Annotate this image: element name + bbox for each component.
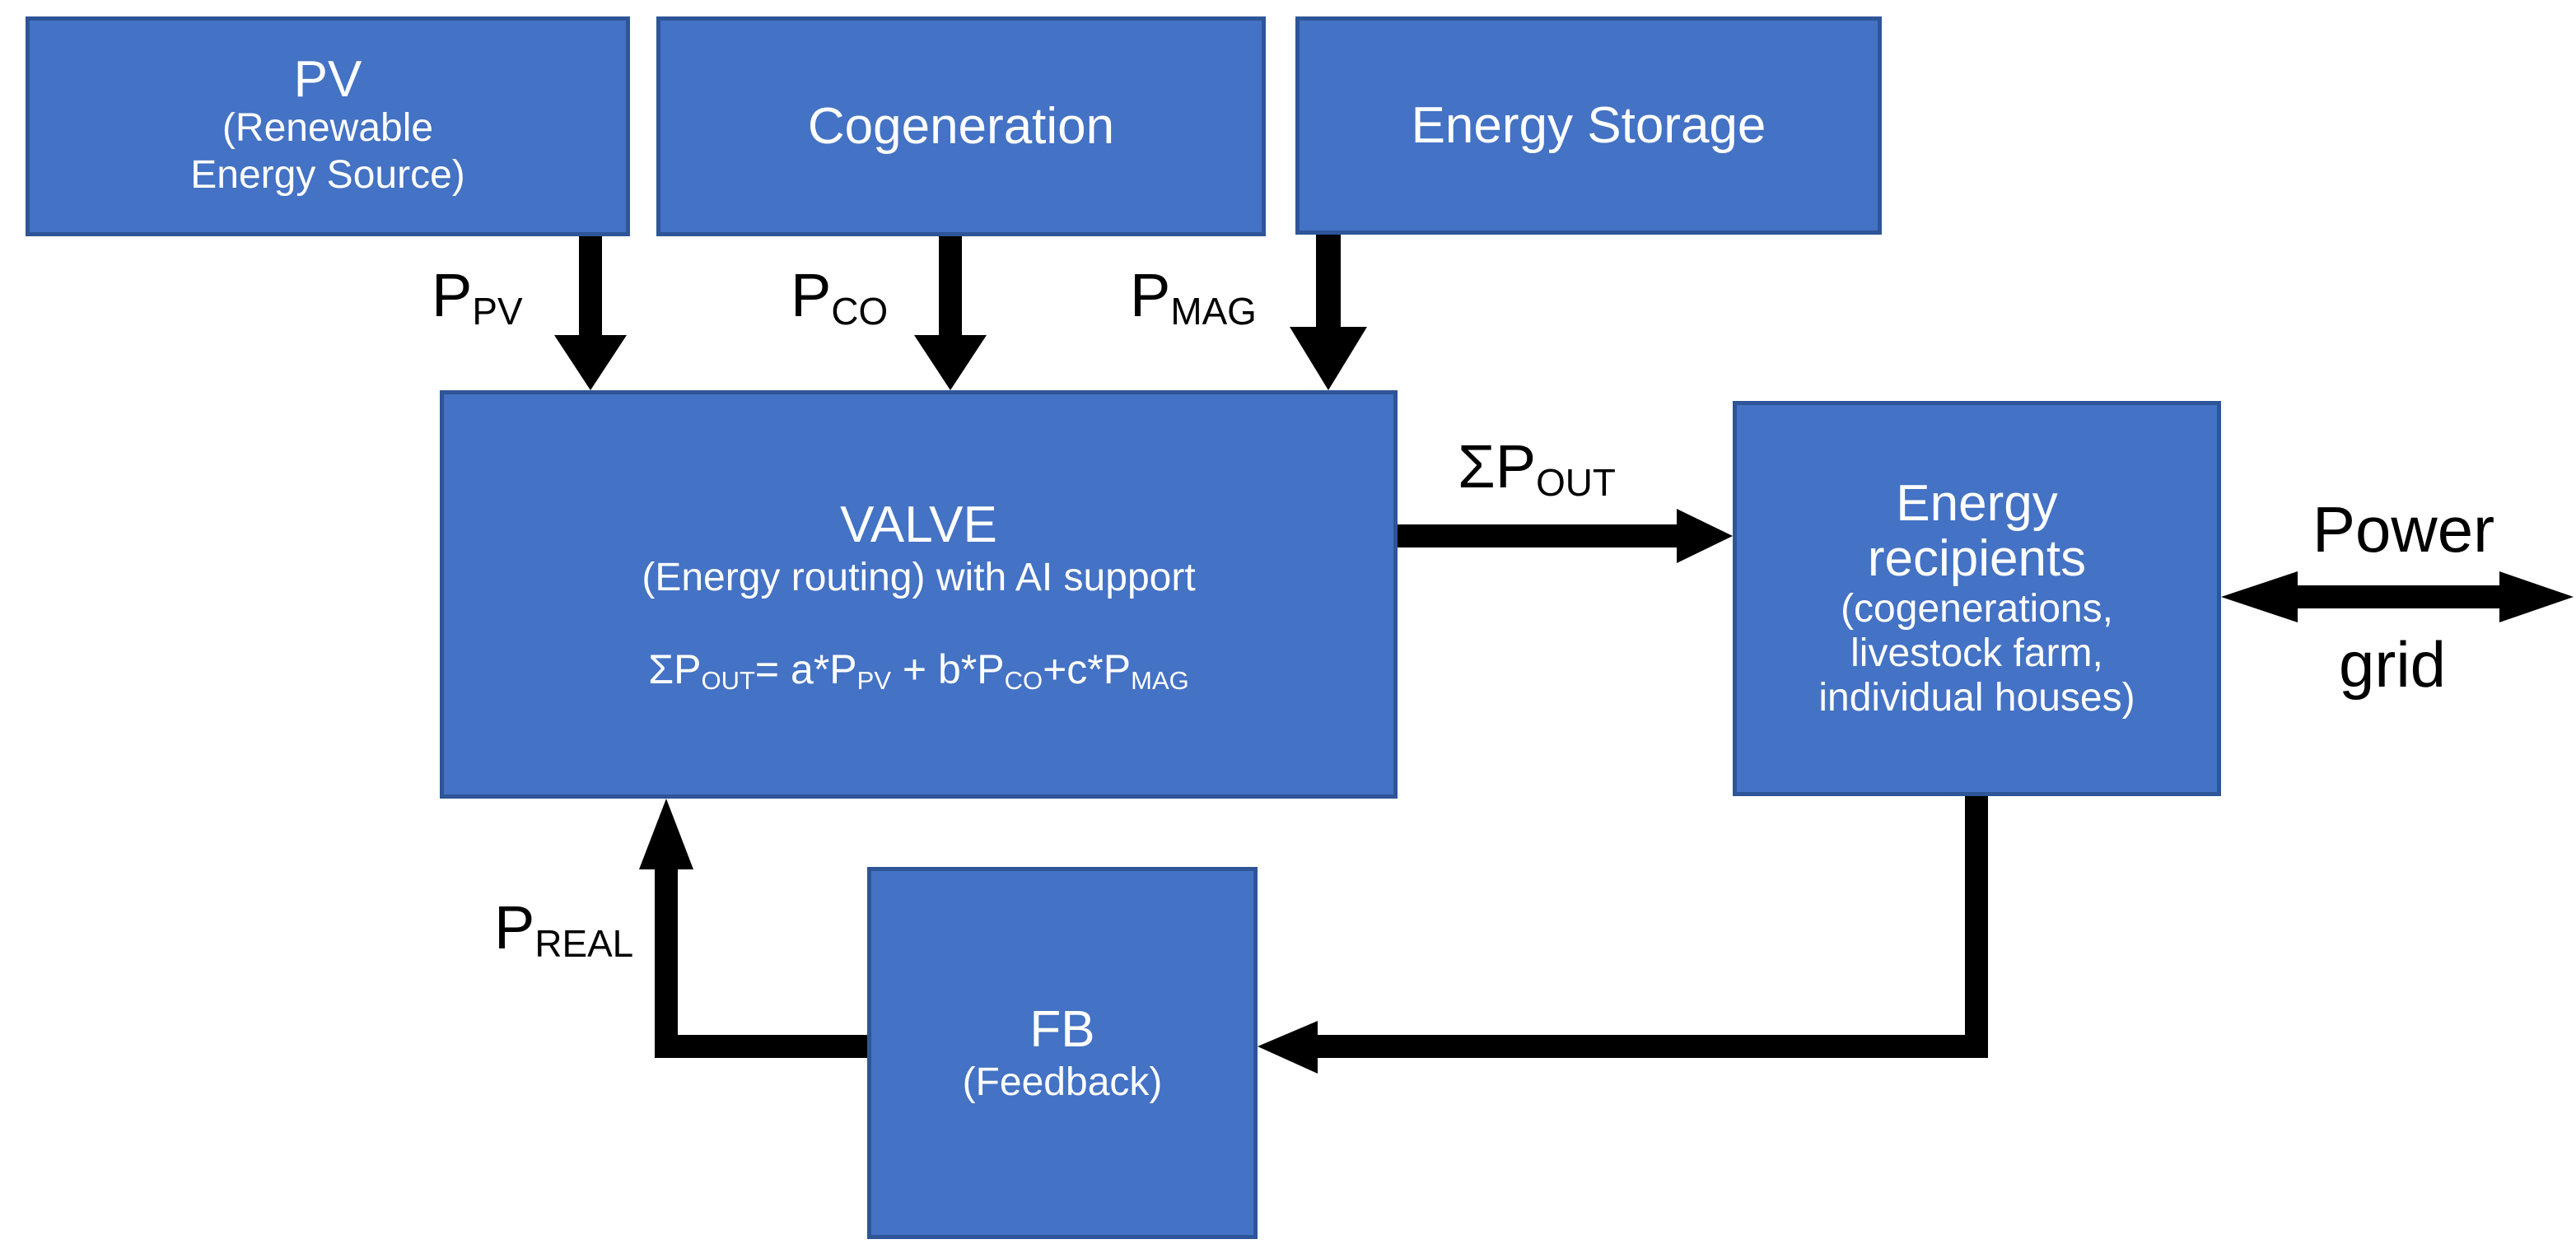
label-p-mag-base: P <box>1130 261 1171 329</box>
energy-storage-box-title: Energy Storage <box>1411 96 1766 154</box>
valve-box-formula: ΣPOUT= a*PPV + b*PCO+c*PMAG <box>648 645 1189 696</box>
label-power-grid-top: Power <box>2312 493 2495 566</box>
energy-recipients-title-line2: recipients <box>1867 530 2087 588</box>
valve-box[interactable]: VALVE (Energy routing) with AI support Σ… <box>440 390 1398 799</box>
cogeneration-box-title: Cogeneration <box>807 97 1115 155</box>
arrow-fb-to-valve <box>639 799 900 1058</box>
pv-box-subtitle-line1: (Renewable <box>222 105 434 150</box>
formula-sub-pv: PV <box>856 666 891 696</box>
feedback-box-subtitle: (Feedback) <box>962 1060 1163 1105</box>
label-p-mag: PMAG <box>1130 265 1257 331</box>
arrow-power-grid-bidirectional <box>2221 571 2574 622</box>
label-p-pv: PPV <box>432 265 523 331</box>
feedback-box-title: FB <box>1029 1001 1095 1059</box>
label-p-co-base: P <box>791 261 832 329</box>
valve-box-subtitle: (Energy routing) with AI support <box>642 555 1196 599</box>
arrow-pv-to-valve <box>554 236 627 390</box>
label-power-grid-bottom: grid <box>2339 628 2447 701</box>
pv-box-subtitle-line2: Energy Source) <box>190 152 465 197</box>
arrow-energy-storage-to-valve <box>1290 235 1367 390</box>
label-p-real-base: P <box>494 893 535 962</box>
label-sum-p-out-base: ΣP <box>1458 432 1537 501</box>
arrow-valve-to-recipients <box>1398 509 1733 563</box>
label-p-real-sub: REAL <box>534 922 634 966</box>
formula-mid-2: + b*P <box>891 646 1005 693</box>
formula-sub-out: OUT <box>701 666 755 696</box>
valve-box-title: VALVE <box>840 496 997 553</box>
label-p-pv-base: P <box>432 261 473 329</box>
label-sum-p-out: ΣPOUT <box>1458 436 1616 502</box>
energy-recipients-box[interactable]: Energy recipients (cogenerations, livest… <box>1733 401 2221 796</box>
pv-box-title: PV <box>293 50 362 108</box>
energy-recipients-detail-line2: livestock farm, <box>1850 631 2103 676</box>
feedback-box[interactable]: FB (Feedback) <box>867 867 1258 1239</box>
cogeneration-box[interactable]: Cogeneration <box>656 16 1266 236</box>
label-p-mag-sub: MAG <box>1170 290 1257 333</box>
formula-sum-p: ΣP <box>648 646 702 693</box>
arrow-recipients-to-fb <box>1258 796 1988 1074</box>
energy-recipients-detail-line1: (cogenerations, <box>1841 587 2113 631</box>
energy-recipients-detail-line3: individual houses) <box>1818 675 2135 720</box>
formula-mid-3: +c*P <box>1043 646 1132 693</box>
energy-storage-box[interactable]: Energy Storage <box>1295 16 1882 235</box>
formula-mid-1: = a*P <box>754 646 857 693</box>
label-p-real: PREAL <box>494 897 633 963</box>
label-p-co: PCO <box>791 265 888 331</box>
label-sum-p-out-sub: OUT <box>1536 461 1616 505</box>
formula-sub-co: CO <box>1004 666 1043 696</box>
label-p-co-sub: CO <box>831 290 889 333</box>
label-p-pv-sub: PV <box>472 290 523 333</box>
arrow-cogeneration-to-valve <box>914 236 987 390</box>
energy-recipients-title-line1: Energy <box>1896 475 2058 533</box>
pv-box[interactable]: PV (Renewable Energy Source) <box>26 16 630 236</box>
formula-sub-mag: MAG <box>1131 666 1189 696</box>
